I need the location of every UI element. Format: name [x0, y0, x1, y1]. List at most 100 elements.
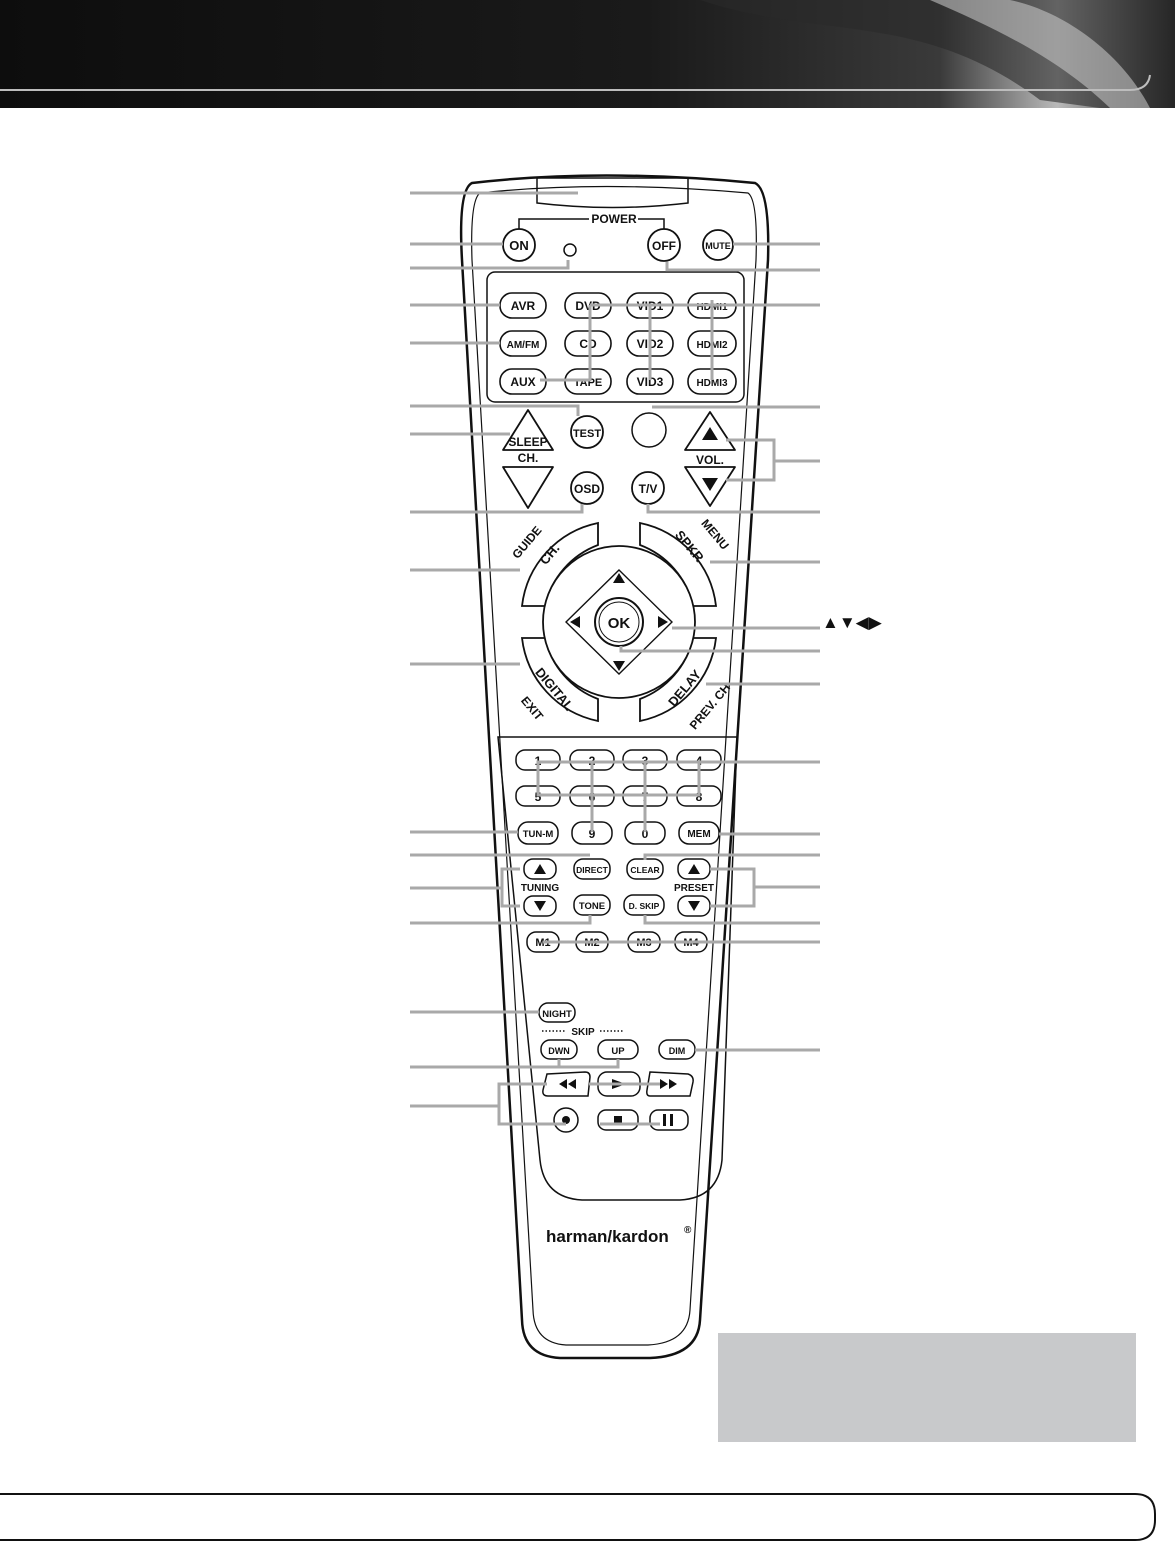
avr-label: AVR	[511, 299, 536, 313]
menu-spkr-button[interactable]	[639, 521, 718, 607]
numeric-keypad: 1 2 3 4 5 6 7 8 TUN-M 9 0 MEM	[515, 749, 722, 845]
direct-label: DIRECT	[576, 865, 608, 875]
number-5-label: 5	[535, 790, 542, 804]
number-9-button[interactable]: 9	[571, 821, 613, 845]
night-label: NIGHT	[542, 1009, 572, 1020]
mem-button[interactable]: MEM	[678, 821, 720, 845]
ok-label: OK	[608, 615, 631, 632]
dim-button[interactable]: DIM	[658, 1039, 696, 1060]
note-box	[718, 1333, 1136, 1442]
power-on-label: ON	[509, 238, 529, 253]
cd-label: CD	[579, 337, 597, 351]
fast-forward-button[interactable]	[646, 1071, 694, 1097]
cd-button[interactable]: CD	[564, 330, 612, 357]
preset-down-button[interactable]	[677, 895, 711, 917]
volume-up-button[interactable]	[684, 411, 736, 451]
d-skip-label: D. SKIP	[629, 901, 660, 911]
aux-label: AUX	[510, 375, 535, 389]
clear-label: CLEAR	[630, 865, 659, 875]
ch-small-label: CH.	[518, 451, 539, 465]
tone-label: TONE	[579, 901, 605, 912]
vid3-button[interactable]: VID3	[626, 368, 674, 395]
test-label: TEST	[573, 428, 601, 440]
brand-name: harman/kardon	[546, 1227, 669, 1246]
aux-button[interactable]: AUX	[499, 368, 547, 395]
preset-up-button[interactable]	[677, 858, 711, 880]
power-group: POWER ON OFF MUTE	[502, 212, 734, 262]
blank-button[interactable]	[631, 412, 667, 448]
dvd-label: DVD	[575, 299, 601, 313]
tuning-down-button[interactable]	[523, 895, 557, 917]
mute-button[interactable]: MUTE	[702, 229, 734, 261]
stop-icon	[614, 1116, 622, 1124]
skip-up-button[interactable]: UP	[597, 1039, 639, 1060]
amfm-button[interactable]: AM/FM	[499, 330, 547, 357]
tun-m-label: TUN-M	[523, 829, 554, 840]
nav-down-arrow-icon[interactable]	[613, 661, 625, 671]
vid3-label: VID3	[637, 375, 664, 389]
skip-up-label: UP	[611, 1046, 625, 1057]
direct-button[interactable]: DIRECT	[573, 858, 611, 880]
tv-button[interactable]: T/V	[631, 471, 665, 505]
tone-button[interactable]: TONE	[573, 894, 611, 916]
number-0-label: 0	[642, 827, 649, 841]
nav-left-arrow-icon[interactable]	[570, 616, 580, 628]
test-button[interactable]: TEST	[570, 415, 604, 449]
ok-button[interactable]: OK	[594, 597, 644, 647]
osd-button[interactable]: OSD	[570, 471, 604, 505]
remote-body	[459, 174, 770, 1360]
osd-label: OSD	[574, 482, 600, 496]
delay-prevch-button[interactable]	[639, 637, 718, 723]
amfm-label: AM/FM	[507, 340, 540, 351]
source-selector-grid: AVR DVD VID1 HDMI1 AM/FM CD VID2 HDMI2 A…	[499, 292, 737, 395]
nav-right-arrow-icon[interactable]	[658, 616, 668, 628]
mute-label: MUTE	[705, 241, 731, 251]
tuning-preset-group: TUNING DIRECT CLEAR PRESET TONE D. SKIP	[521, 858, 714, 917]
power-off-button[interactable]: OFF	[647, 228, 681, 262]
mem-label: MEM	[687, 829, 710, 840]
skip-down-button[interactable]: DWN	[540, 1039, 578, 1060]
brand-registered-mark: ®	[684, 1225, 692, 1236]
brand-logo: harman/kardon ®	[546, 1225, 692, 1246]
volume-down-button[interactable]	[684, 466, 736, 507]
skip-label: SKIP	[571, 1027, 595, 1038]
exit-label: EXIT	[518, 694, 546, 724]
arrows-callout-label: ▲▼◀▶	[822, 613, 883, 632]
power-label: POWER	[591, 212, 637, 226]
clear-button[interactable]: CLEAR	[626, 858, 664, 880]
record-button[interactable]	[553, 1107, 579, 1133]
stop-button[interactable]	[597, 1109, 639, 1131]
vol-label: VOL.	[696, 453, 724, 467]
ch-down-button[interactable]	[502, 466, 554, 509]
fast-forward-icon	[660, 1079, 677, 1089]
dvd-button[interactable]: DVD	[564, 292, 612, 319]
tuning-label: TUNING	[521, 883, 560, 894]
navigation-cluster: OK GUIDE CH. MENU SPKR DIGITAL EXIT DELA…	[509, 516, 733, 732]
skip-down-label: DWN	[548, 1046, 570, 1056]
menu-label: MENU	[698, 516, 731, 552]
power-on-button[interactable]: ON	[502, 228, 536, 262]
dim-label: DIM	[669, 1046, 686, 1056]
callout-lines	[410, 191, 820, 1126]
avr-button[interactable]: AVR	[499, 292, 547, 319]
pause-button[interactable]	[649, 1109, 689, 1131]
number-9-label: 9	[589, 827, 596, 841]
mid-controls: SLEEP CH. TEST OSD T/V VOL.	[502, 409, 736, 509]
tuning-up-button[interactable]	[523, 858, 557, 880]
night-button[interactable]: NIGHT	[538, 1002, 576, 1023]
ch-up-sleep-button[interactable]: SLEEP	[502, 409, 554, 451]
nav-up-arrow-icon[interactable]	[613, 573, 625, 583]
pause-icon	[663, 1114, 666, 1126]
power-off-label: OFF	[652, 239, 676, 253]
hdmi3-label: HDMI3	[696, 378, 728, 389]
sleep-label: SLEEP	[508, 435, 547, 449]
rewind-icon	[559, 1079, 576, 1089]
record-icon	[562, 1116, 570, 1124]
rewind-button[interactable]	[542, 1071, 591, 1097]
nav-diamond	[565, 569, 673, 675]
tun-m-button[interactable]: TUN-M	[517, 821, 559, 845]
d-skip-button[interactable]: D. SKIP	[623, 894, 665, 916]
tv-label: T/V	[639, 482, 658, 496]
footer-bar	[0, 1493, 1156, 1541]
